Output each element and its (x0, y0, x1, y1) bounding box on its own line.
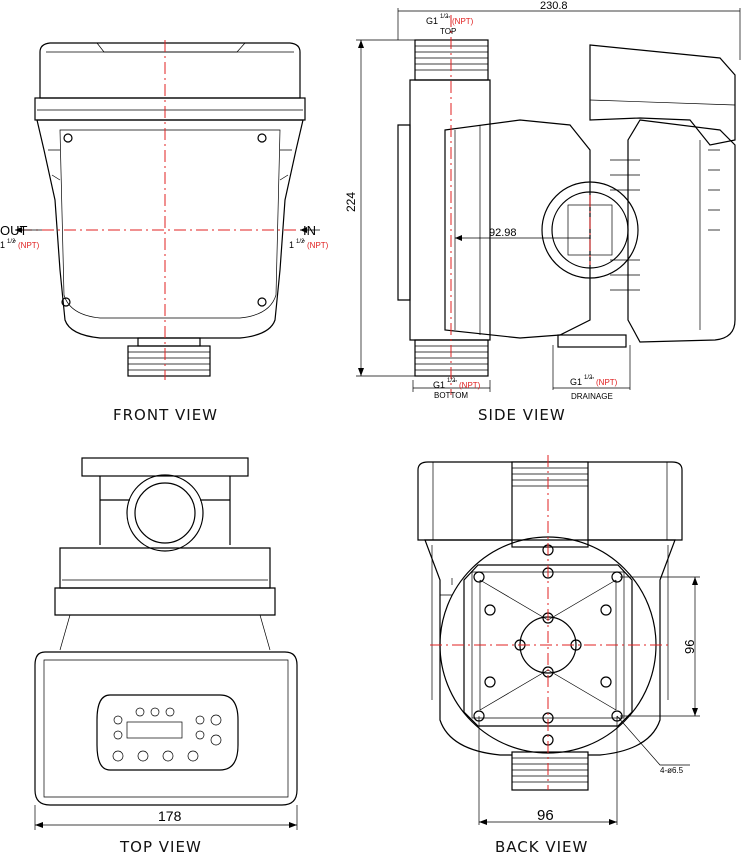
in-label: IN (303, 223, 316, 238)
in-port-size: 1 1/2 " (NPT) (289, 239, 329, 250)
top-port-label: G1 1/2 " (NPT) TOP (426, 14, 474, 36)
top-view (34, 457, 298, 830)
back-height-dim: 96 (682, 640, 697, 654)
svg-text:TOP: TOP (440, 27, 456, 36)
side-view-title: SIDE VIEW (478, 406, 566, 424)
svg-text:(NPT): (NPT) (596, 378, 618, 387)
top-width-dim: 178 (158, 808, 182, 824)
holes-label: 4-ø6.5 (660, 766, 684, 775)
bottom-port-label: G1 1/2 " (NPT) BOTTOM (433, 378, 481, 400)
svg-text:G1: G1 (426, 16, 438, 26)
side-view (356, 8, 741, 395)
svg-text:1/2: 1/2 (584, 375, 593, 381)
front-view (15, 40, 320, 380)
svg-text:1/2: 1/2 (440, 14, 449, 20)
back-view-title: BACK VIEW (495, 838, 588, 856)
svg-text:BOTTOM: BOTTOM (434, 391, 468, 400)
side-width-dim: 230.8 (540, 0, 568, 12)
svg-text:1/2: 1/2 (447, 378, 456, 384)
back-width-dim: 96 (537, 807, 554, 824)
back-view (417, 455, 700, 825)
svg-text:1: 1 (289, 240, 294, 250)
svg-text:": " (13, 239, 16, 248)
svg-text:": " (591, 376, 594, 385)
svg-text:G1: G1 (433, 380, 445, 390)
side-depth-dim: 92.98 (489, 227, 517, 239)
out-label: OUT (0, 223, 28, 238)
svg-text:(NPT): (NPT) (307, 241, 329, 250)
svg-text:1/2: 1/2 (7, 239, 16, 245)
svg-text:": " (447, 15, 450, 24)
out-port-size: 1 1/2 " (NPT) (0, 239, 40, 250)
svg-text:G1: G1 (570, 377, 582, 387)
svg-text:(NPT): (NPT) (18, 241, 40, 250)
svg-text:DRAINAGE: DRAINAGE (571, 392, 613, 401)
svg-text:": " (454, 379, 457, 388)
svg-text:1/2: 1/2 (296, 239, 305, 245)
side-height-dim: 224 (344, 192, 358, 212)
svg-text:(NPT): (NPT) (459, 381, 481, 390)
top-view-title: TOP VIEW (119, 838, 202, 856)
svg-text:1: 1 (0, 240, 5, 250)
svg-text:(NPT): (NPT) (452, 17, 474, 26)
drainage-port-label: G1 1/2 " (NPT) DRAINAGE (570, 375, 618, 401)
svg-text:": " (302, 239, 305, 248)
front-view-title: FRONT VIEW (113, 406, 218, 424)
